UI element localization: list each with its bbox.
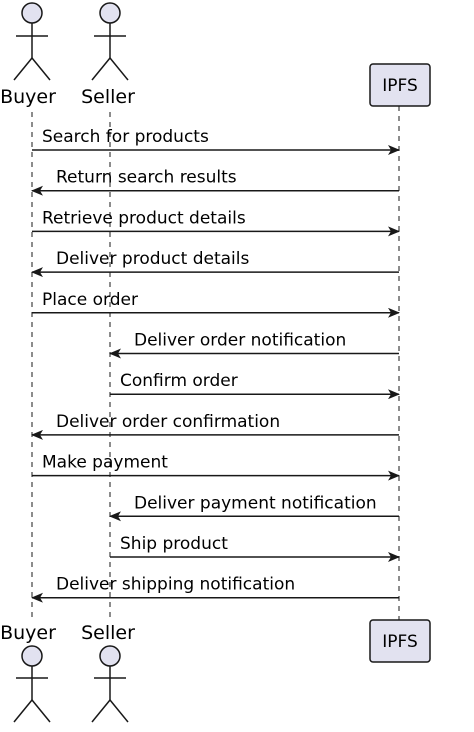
seller-head-icon — [99, 645, 121, 667]
message-3: Retrieve product details — [32, 208, 400, 237]
message-label: Return search results — [56, 168, 237, 188]
message-9: Make payment — [32, 453, 400, 481]
ipfs-participant-bottom: IPFS — [369, 619, 431, 663]
buyer-label-top: Buyer — [0, 86, 56, 108]
message-1: Search for products — [32, 127, 400, 155]
ipfs-label-bottom: IPFS — [382, 632, 418, 652]
buyer-actor-top: Buyer — [0, 2, 56, 108]
message-label: Search for products — [42, 127, 209, 147]
message-11: Ship product — [110, 534, 400, 562]
seller-label-bottom: Seller — [81, 622, 135, 644]
message-label: Make payment — [42, 453, 168, 473]
seller-actor-bottom: Seller — [81, 622, 135, 723]
ipfs-box-bottom — [369, 619, 431, 663]
seller-label-top: Seller — [81, 86, 135, 108]
ipfs-label-top: IPFS — [382, 76, 418, 96]
message-6: Deliver order notification — [109, 331, 399, 359]
message-4: Deliver product details — [31, 249, 399, 278]
ipfs-box-top — [369, 63, 431, 107]
message-label: Deliver payment notification — [134, 493, 377, 513]
ipfs-participant-top: IPFS — [369, 63, 431, 107]
buyer-actor-bottom: Buyer — [0, 622, 56, 723]
message-label: Ship product — [120, 534, 228, 554]
message-12: Deliver shipping notification — [31, 575, 399, 603]
buyer-head-icon — [21, 645, 43, 667]
message-label: Place order — [42, 290, 138, 310]
buyer-label-bottom: Buyer — [0, 622, 56, 644]
message-label: Confirm order — [120, 371, 238, 391]
message-7: Confirm order — [110, 371, 400, 400]
message-2: Return search results — [31, 168, 399, 196]
message-5: Place order — [32, 290, 400, 318]
message-label: Deliver shipping notification — [56, 575, 295, 595]
message-label: Deliver product details — [56, 249, 249, 269]
seller-head-icon — [99, 2, 121, 24]
message-10: Deliver payment notification — [109, 493, 399, 522]
message-label: Retrieve product details — [42, 208, 246, 228]
seller-actor-top: Seller — [81, 2, 135, 108]
message-8: Deliver order confirmation — [31, 412, 399, 440]
message-label: Deliver order confirmation — [56, 412, 280, 432]
buyer-head-icon — [21, 2, 43, 24]
message-label: Deliver order notification — [134, 331, 346, 351]
